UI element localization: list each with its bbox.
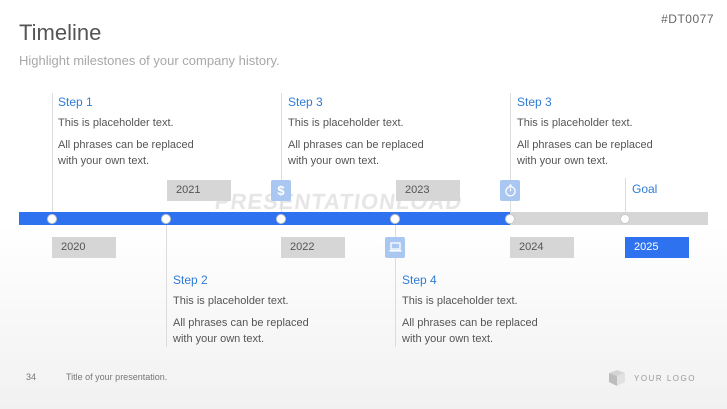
- company-logo: YOUR LOGO: [608, 370, 696, 386]
- year-label-goal: 2025: [625, 237, 689, 258]
- page-number: 34: [26, 372, 37, 382]
- step-text: This is placeholder text.: [58, 117, 174, 129]
- dollar-icon: $: [271, 180, 291, 201]
- step-text: All phrases can be replaced with your ow…: [402, 317, 538, 345]
- step-title: Step 3: [288, 95, 323, 109]
- year-label: 2022: [281, 237, 345, 258]
- step-text: This is placeholder text.: [517, 117, 633, 129]
- step-text: All phrases can be replaced with your ow…: [58, 139, 194, 167]
- timeline-dot: [276, 214, 286, 224]
- step-block: Step 1 This is placeholder text. All phr…: [58, 95, 223, 169]
- timeline-dot: [620, 214, 630, 224]
- timeline-dot: [390, 214, 400, 224]
- logo-icon: [609, 370, 625, 386]
- step-text: This is placeholder text.: [173, 295, 289, 307]
- presentation-title: Title of your presentation.: [66, 372, 168, 382]
- slide-subtitle: Highlight milestones of your company his…: [19, 53, 280, 68]
- connector-line: [166, 222, 167, 347]
- timeline-track-remaining: [510, 212, 708, 225]
- step-text: All phrases can be replaced with your ow…: [288, 139, 424, 167]
- timeline-dot: [161, 214, 171, 224]
- step-title: Step 1: [58, 95, 93, 109]
- step-text: This is placeholder text.: [288, 117, 404, 129]
- step-block: Step 4 This is placeholder text. All phr…: [402, 273, 567, 347]
- connector-line: [281, 93, 282, 215]
- step-text: This is placeholder text.: [402, 295, 518, 307]
- step-title: Step 3: [517, 95, 552, 109]
- step-text: All phrases can be replaced with your ow…: [517, 139, 653, 167]
- slide-code: #DT0077: [661, 12, 714, 26]
- goal-label: Goal: [632, 182, 658, 196]
- connector-line: [625, 178, 626, 215]
- year-label: 2021: [167, 180, 231, 201]
- timeline-dot: [505, 214, 515, 224]
- year-label: 2023: [396, 180, 460, 201]
- connector-line: [510, 93, 511, 215]
- step-block: Step 3 This is placeholder text. All phr…: [288, 95, 453, 169]
- step-block: Step 3 This is placeholder text. All phr…: [517, 95, 682, 169]
- year-label: 2020: [52, 237, 116, 258]
- stopwatch-icon: [500, 180, 520, 201]
- logo-text: YOUR LOGO: [634, 373, 696, 383]
- slide-title: Timeline: [19, 20, 102, 45]
- timeline-track-progress: [19, 212, 510, 225]
- laptop-icon: [385, 237, 405, 258]
- step-title: Step 2: [173, 273, 208, 287]
- connector-line: [395, 222, 396, 347]
- step-title: Step 4: [402, 273, 437, 287]
- connector-line: [52, 93, 53, 215]
- step-block: Step 2 This is placeholder text. All phr…: [173, 273, 338, 347]
- year-label: 2024: [510, 237, 574, 258]
- step-text: All phrases can be replaced with your ow…: [173, 317, 309, 345]
- timeline-dot: [47, 214, 57, 224]
